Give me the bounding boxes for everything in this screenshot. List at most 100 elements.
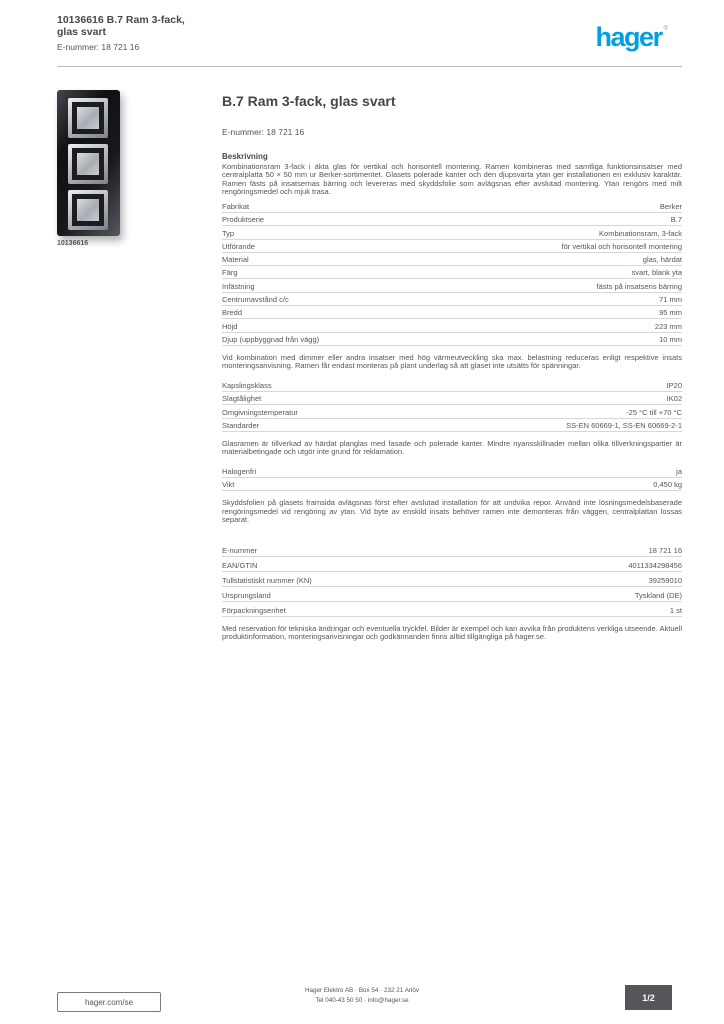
spec-label: E-nummer (222, 546, 258, 556)
description-text: Kombinationsram 3-fack i äkta glas för v… (222, 162, 682, 197)
frame-window-glass (77, 107, 99, 129)
spec-value: Kombinationsram, 3-fack (599, 228, 682, 238)
footer-website-link[interactable]: hager.com/se (57, 992, 161, 1012)
spec-value: ja (676, 467, 682, 476)
spec-label: Kapslingsklass (222, 381, 272, 390)
spec-value: Tyskland (DE) (634, 590, 682, 600)
spec-value: 1 st (669, 605, 682, 615)
spec-value: 4011334298456 (628, 561, 682, 571)
spec-label: Utförande (222, 241, 255, 251)
spec-label: Omgivningstemperatur (222, 407, 298, 417)
spec-gap (222, 533, 682, 543)
header-divider (57, 66, 682, 67)
spec-label: Fabrikat (222, 201, 250, 211)
spec-row: Centrumavstånd c/c 71 mm (222, 293, 682, 306)
spec-label: Infästning (222, 281, 255, 291)
footer-page-number: 1/2 (642, 992, 655, 1003)
footer-page-indicator: 1/2 (625, 985, 672, 1010)
frame-window-inner (72, 194, 104, 226)
spec-value: IP20 (666, 381, 682, 390)
frame-window-glass (77, 199, 99, 221)
header-title-line2: glas svart (57, 26, 107, 38)
spec-label: Slagtålighet (222, 394, 262, 404)
spec-label: Typ (222, 228, 235, 238)
spec-note: Vid kombination med dimmer eller andra i… (222, 352, 682, 371)
spec-row: Material glas, härdat (222, 253, 682, 267)
photo-caption: 10136616 (57, 240, 89, 247)
frame-window-2 (68, 144, 108, 184)
spec-value: Berker (659, 201, 682, 211)
spec-value: SS-EN 60669-1, SS-EN 60669-2-1 (566, 420, 682, 430)
spec-row: Ursprungsland Tyskland (DE) (222, 587, 682, 602)
spec-note: Glasramen är tillverkad av härdat plangl… (222, 438, 682, 457)
spec-label: Material (222, 255, 249, 265)
footer-address-line2: Tel 040-43 50 50 · info@hager.se (315, 997, 409, 1004)
spec-label: Förpackningsenhet (222, 605, 286, 615)
hager-logo: hager ® (595, 22, 668, 52)
spec-label: Centrumavstånd c/c (222, 295, 289, 304)
spec-value: 71 mm (659, 295, 682, 304)
spec-label: EAN/GTIN (222, 561, 258, 571)
spec-row: Bredd 95 mm (222, 306, 682, 320)
spec-label: Färg (222, 268, 238, 278)
footer-address: Hager Elektro AB · Box 54 · 232 21 Arlöv… (212, 987, 512, 1005)
spec-row: Förpackningsenhet 1 st (222, 602, 682, 617)
spec-row: Tullstatistiskt nummer (KN) 39259010 (222, 572, 682, 587)
spec-row: EAN/GTIN 4011334298456 (222, 557, 682, 573)
spec-row: Slagtålighet IK02 (222, 392, 682, 406)
spec-label: Höjd (222, 321, 238, 331)
product-title: B.7 Ram 3-fack, glas svart (222, 93, 396, 109)
spec-value: 95 mm (659, 308, 682, 318)
spec-value: 10 mm (659, 334, 682, 344)
spec-row: Omgivningstemperatur -25 °C till +70 °C (222, 405, 682, 419)
spec-label: Ursprungsland (222, 590, 271, 600)
header-subtitle: E-nummer: 18 721 16 (57, 42, 140, 52)
header-title-line1: 10136616 B.7 Ram 3-fack, (57, 14, 185, 26)
spec-value: glas, härdat (642, 255, 682, 265)
spec-value: 0,450 kg (653, 480, 682, 490)
spec-value: 223 mm (654, 321, 682, 331)
spec-row: E-nummer 18 721 16 (222, 543, 682, 558)
spec-row: Fabrikat Berker (222, 200, 682, 213)
spec-label: Djup (uppbyggnad från vägg) (222, 334, 320, 344)
frame-window-3 (68, 190, 108, 230)
spec-label: Vikt (222, 480, 235, 490)
spec-label: Produktserie (222, 215, 265, 225)
spec-row: Kapslingsklass IP20 (222, 379, 682, 392)
spec-label: Tullstatistiskt nummer (KN) (222, 575, 312, 585)
spec-label: Bredd (222, 308, 243, 318)
product-photo (57, 90, 120, 236)
footer-website-label: hager.com/se (84, 997, 134, 1007)
spec-row: Standarder SS-EN 60669-1, SS-EN 60669-2-1 (222, 419, 682, 432)
spec-label: Standarder (222, 420, 260, 430)
header: 10136616 B.7 Ram 3-fack, glas svart E-nu… (57, 14, 477, 52)
spec-value: fästs på insatsens bärring (596, 281, 682, 291)
spec-row: Produktserie B.7 (222, 213, 682, 227)
spec-value: 18 721 16 (648, 546, 682, 556)
spec-row: Djup (uppbyggnad från vägg) 10 mm (222, 333, 682, 346)
spec-value: 39259010 (648, 575, 682, 585)
footer-address-line1: Hager Elektro AB · Box 54 · 232 21 Arlöv (304, 987, 420, 994)
spec-row: Vikt 0,450 kg (222, 478, 682, 492)
spec-row: Typ Kombinationsram, 3-fack (222, 226, 682, 240)
spec-value: IK02 (666, 394, 682, 404)
description-label: Beskrivning (222, 152, 268, 161)
spec-note: Skyddsfolien på glasets framsida avlägsn… (222, 498, 682, 525)
spec-value: B.7 (670, 215, 682, 225)
registered-trademark-icon: ® (663, 26, 668, 32)
spec-row: Infästning fästs på insatsens bärring (222, 279, 682, 293)
hager-logo-text: hager (595, 22, 664, 52)
frame-window-inner (72, 148, 104, 180)
frame-window-1 (68, 98, 108, 138)
spec-value: -25 °C till +70 °C (626, 407, 682, 417)
frame-window-glass (77, 153, 99, 175)
